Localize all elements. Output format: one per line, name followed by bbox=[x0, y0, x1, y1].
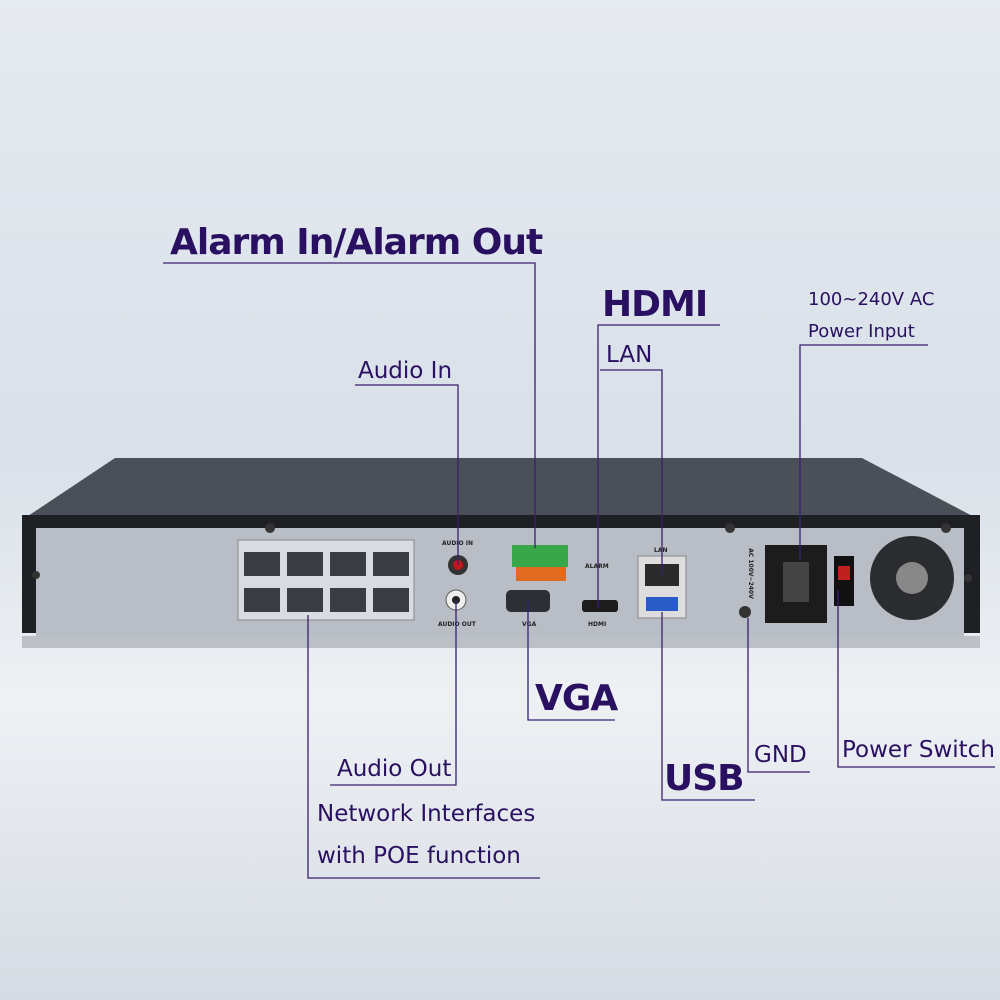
label-hdmi: HDMI bbox=[602, 284, 708, 325]
label-power-input-2: Power Input bbox=[808, 321, 915, 342]
gnd-screw bbox=[739, 606, 751, 618]
label-audio-out: Audio Out bbox=[337, 756, 452, 782]
poe-ports bbox=[237, 539, 415, 621]
panel-alarm: ALARM bbox=[585, 563, 609, 570]
alarm-terminal bbox=[512, 545, 568, 567]
label-network-2: with POE function bbox=[317, 843, 521, 869]
leader-audio-out bbox=[330, 600, 457, 786]
label-lan: LAN bbox=[606, 342, 653, 368]
leader-usb bbox=[661, 612, 755, 801]
leader-audio-in bbox=[355, 384, 459, 565]
device-top bbox=[22, 458, 980, 520]
label-power-switch: Power Switch bbox=[842, 737, 995, 763]
label-network-1: Network Interfaces bbox=[317, 801, 536, 827]
label-alarm: Alarm In/Alarm Out bbox=[170, 222, 543, 263]
label-audio-in: Audio In bbox=[358, 358, 453, 384]
panel-lan: LAN bbox=[654, 547, 668, 554]
label-usb: USB bbox=[664, 758, 745, 799]
leader-hdmi bbox=[597, 324, 720, 608]
leader-network bbox=[307, 615, 540, 879]
panel-audio-out: AUDIO OUT bbox=[438, 621, 476, 628]
leader-power-switch bbox=[837, 590, 995, 768]
label-power-input-1: 100~240V AC bbox=[808, 289, 935, 310]
hdmi-port bbox=[582, 600, 618, 612]
leader-power-input bbox=[799, 344, 928, 560]
device-shadow bbox=[22, 636, 980, 648]
label-vga: VGA bbox=[535, 678, 618, 719]
panel-vga: VGA bbox=[522, 621, 537, 628]
leader-alarm bbox=[163, 262, 536, 548]
label-gnd: GND bbox=[754, 742, 807, 768]
leader-vga bbox=[527, 600, 615, 721]
leader-lan bbox=[600, 369, 663, 575]
leader-gnd bbox=[747, 618, 810, 773]
usb-port bbox=[646, 597, 678, 611]
panel-hdmi: HDMI bbox=[588, 621, 607, 628]
